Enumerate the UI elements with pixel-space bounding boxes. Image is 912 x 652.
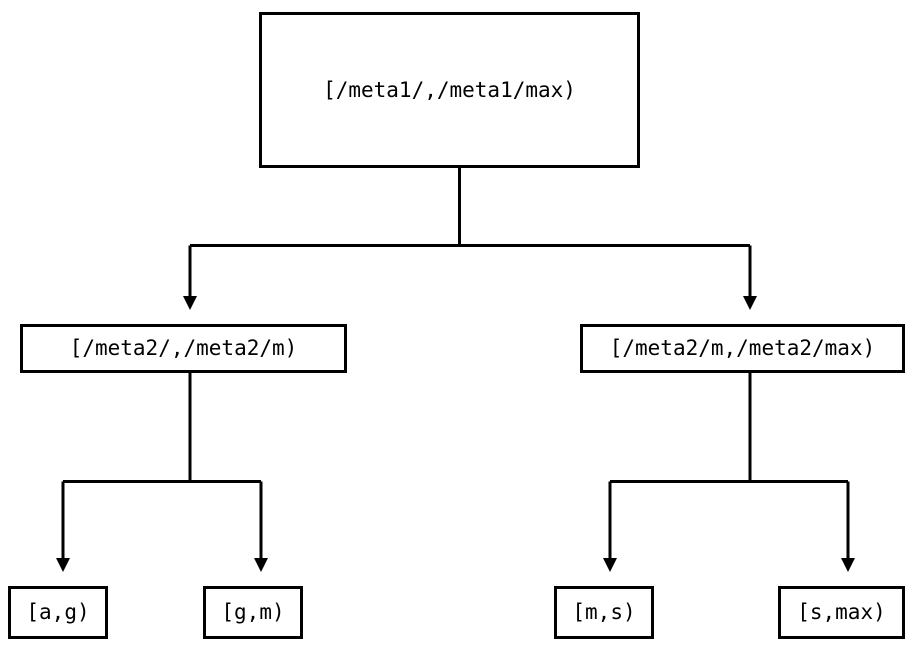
edge-midright-to-leaves: [603, 373, 855, 572]
node-mid-right-label: [/meta2/m,/meta2/max): [609, 336, 876, 360]
node-leaf-s-max-label: [s,max): [797, 600, 886, 624]
edge-midleft-to-leaves: [56, 373, 268, 572]
node-leaf-g-m-label: [g,m): [221, 600, 285, 624]
arrowhead-icon: [603, 558, 617, 572]
node-leaf-a-g[interactable]: [a,g): [8, 586, 108, 639]
edge-root-to-mid: [183, 168, 757, 310]
arrowhead-icon: [254, 558, 268, 572]
arrowhead-icon: [743, 296, 757, 310]
node-leaf-a-g-label: [a,g): [26, 600, 90, 624]
node-leaf-g-m[interactable]: [g,m): [203, 586, 303, 639]
node-leaf-s-max[interactable]: [s,max): [778, 586, 905, 639]
node-mid-left-label: [/meta2/,/meta2/m): [69, 336, 298, 360]
node-mid-left[interactable]: [/meta2/,/meta2/m): [20, 324, 347, 373]
node-leaf-m-s[interactable]: [m,s): [554, 586, 654, 639]
arrowhead-icon: [56, 558, 70, 572]
node-mid-right[interactable]: [/meta2/m,/meta2/max): [580, 324, 905, 373]
node-root-label: [/meta1/,/meta1/max): [323, 77, 576, 102]
arrowhead-icon: [183, 296, 197, 310]
arrowhead-icon: [841, 558, 855, 572]
node-leaf-m-s-label: [m,s): [572, 600, 636, 624]
node-root[interactable]: [/meta1/,/meta1/max): [259, 12, 640, 168]
